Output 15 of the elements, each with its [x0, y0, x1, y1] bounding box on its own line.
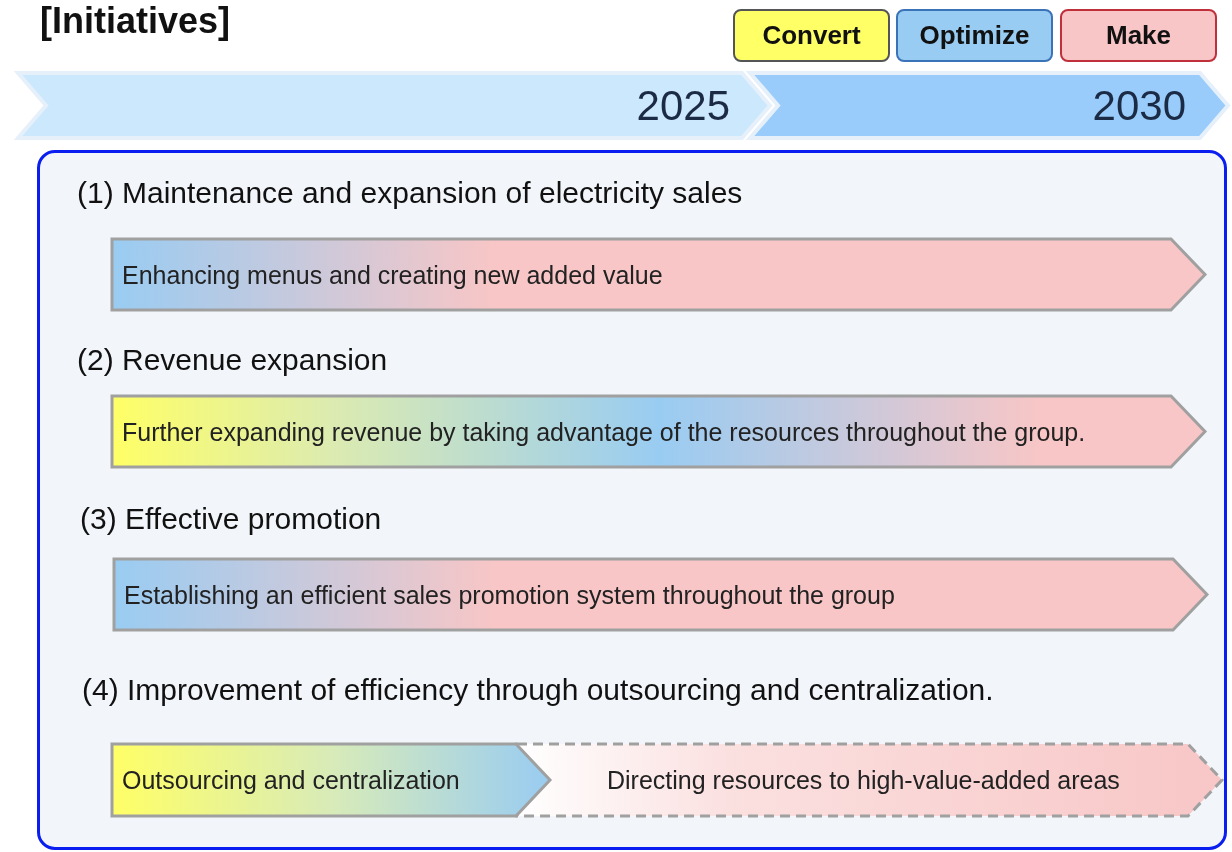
title: [Initiatives]	[40, 0, 231, 42]
initiative-text: Further expanding revenue by taking advantage of the resources throughout the group.	[122, 416, 1087, 447]
initiative-text: Establishing an efficient sales promotion system throughout the group	[124, 579, 896, 610]
initiative-arrow	[112, 744, 550, 816]
initiative-text: Enhancing menus and creating new added value	[122, 259, 664, 290]
legend-label: Convert	[762, 20, 861, 51]
initiatives-panel	[37, 150, 1227, 850]
legend-label: Make	[1105, 20, 1171, 51]
section-heading: (3) Effective promotion	[80, 502, 382, 536]
legend-label: Optimize	[919, 20, 1030, 51]
section-heading: (1) Maintenance and expansion of electricity sales	[77, 176, 743, 210]
initiative-text: Outsourcing and centralization	[122, 765, 461, 795]
initiative-text: Directing resources to high-value-added areas	[607, 765, 1121, 795]
section-heading: (2) Revenue expansion	[77, 343, 388, 377]
section-heading: (4) Improvement of efficiency through outsourcing and centralization.	[82, 673, 994, 707]
